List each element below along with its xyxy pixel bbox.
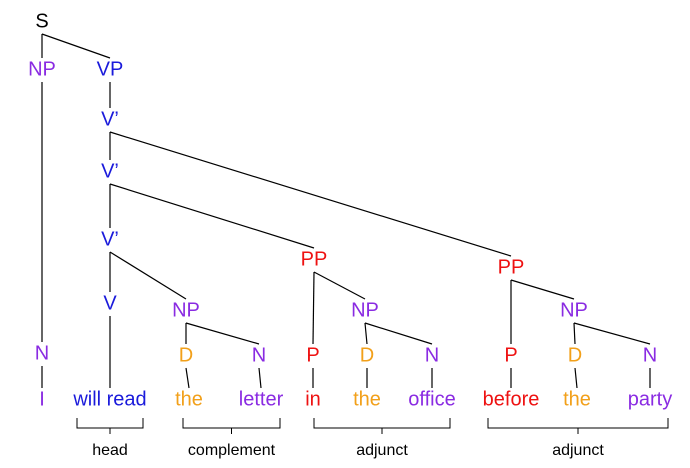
annotation-bracket [76, 418, 144, 434]
word-w_i: I [39, 388, 45, 410]
word-w_read: will read [72, 388, 146, 410]
node-n4: N [643, 344, 657, 366]
annotation-labels: head complement adjunct adjunct [92, 442, 604, 459]
node-v3: V’ [101, 228, 119, 250]
node-v2: V’ [101, 160, 119, 182]
word-w_the1: the [175, 388, 203, 410]
tree-edges [41, 33, 651, 389]
annotation-label: head [92, 442, 128, 459]
edge-V2-PP1 [109, 183, 315, 249]
annotation-braces [76, 418, 669, 434]
word-w_the3: the [563, 388, 591, 410]
annotation-bracket [487, 418, 669, 434]
node-d1: D [179, 344, 193, 366]
word-w_before: before [483, 388, 540, 410]
node-p2: P [504, 344, 517, 366]
edge-D3-W_the3 [574, 367, 578, 389]
node-v1: V’ [101, 108, 119, 130]
word-w_the2: the [353, 388, 381, 410]
word-w_party: party [628, 388, 672, 410]
edge-NP4-N4 [573, 322, 651, 345]
node-pp2: PP [498, 256, 525, 278]
node-d3: D [568, 344, 582, 366]
word-w_office: office [408, 388, 455, 410]
word-w_in: in [305, 388, 321, 410]
edge-V1-PP2 [109, 131, 512, 257]
node-n1: N [35, 342, 49, 364]
node-p1: P [306, 344, 319, 366]
annotation-bracket [313, 418, 451, 434]
edge-PP1-P1 [312, 271, 315, 345]
edge-PP2-NP4 [510, 279, 575, 300]
node-vp: VP [97, 58, 124, 80]
node-d2: D [360, 344, 374, 366]
annotation-label: adjunct [552, 442, 604, 459]
node-pp1: PP [301, 248, 328, 270]
edge-NP4-D3 [573, 322, 576, 345]
node-np3: NP [351, 299, 379, 321]
edge-NP3-N3 [364, 322, 433, 345]
node-n3: N [425, 344, 439, 366]
node-np1: NP [28, 58, 56, 80]
annotation-label: adjunct [356, 442, 408, 459]
node-n2: N [252, 344, 266, 366]
edge-NP2-N2 [185, 322, 260, 345]
edge-PP1-NP3 [313, 271, 366, 300]
word-w_letter: letter [239, 388, 284, 410]
edge-NP3-D2 [364, 322, 368, 345]
node-np4: NP [560, 299, 588, 321]
edge-D1-W_the1 [185, 367, 190, 389]
edge-V3-NP2 [109, 251, 187, 300]
node-np2: NP [172, 299, 200, 321]
annotation-label: complement [188, 442, 276, 459]
edge-N2-W_letter [258, 367, 262, 389]
node-s: S [35, 10, 48, 32]
edge-S-VP [41, 33, 111, 59]
annotation-bracket [182, 418, 281, 434]
node-v: V [103, 292, 117, 314]
